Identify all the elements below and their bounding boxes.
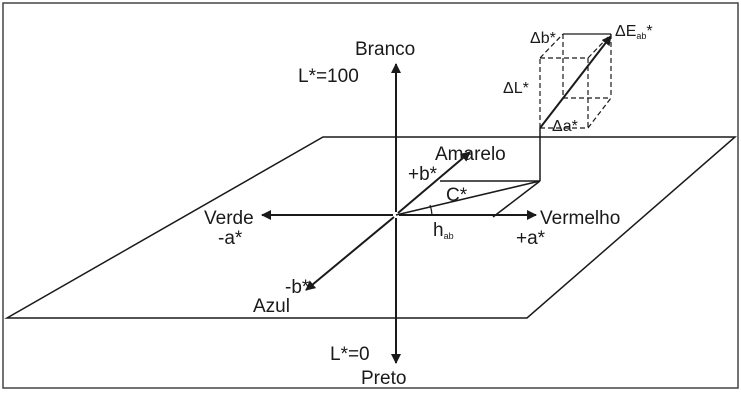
label-delta-b: Δb* [530, 30, 556, 47]
label-preto: Preto [361, 368, 406, 389]
delta-cube [539, 33, 612, 129]
label-azul: Azul [253, 296, 290, 317]
label-minus-b: -b* [285, 277, 310, 298]
label-plus-b: +b* [408, 164, 438, 185]
hue-angle-arc [429, 204, 433, 216]
delta-e-vector [539, 35, 612, 129]
label-hue-angle: hab [433, 220, 454, 241]
label-verde: Verde [204, 208, 254, 229]
label-chroma: C* [446, 185, 468, 206]
label-plus-a: +a* [516, 228, 546, 249]
label-delta-e: ΔEab* [615, 23, 653, 41]
label-delta-a: Δa* [552, 118, 578, 135]
chroma-line [395, 180, 541, 216]
figure-border [2, 2, 739, 389]
label-amarelo: Amarelo [435, 144, 506, 165]
label-delta-l: ΔL* [503, 80, 529, 97]
b-axis-negative [305, 216, 395, 291]
a-projection-line [492, 180, 541, 218]
label-l-100: L*=100 [298, 66, 359, 87]
label-minus-a: -a* [218, 228, 243, 249]
ab-plane [4, 136, 738, 319]
label-vermelho: Vermelho [540, 208, 620, 229]
b-axis-positive [397, 151, 471, 214]
label-l-0: L*=0 [330, 344, 370, 365]
label-branco: Branco [355, 39, 415, 60]
